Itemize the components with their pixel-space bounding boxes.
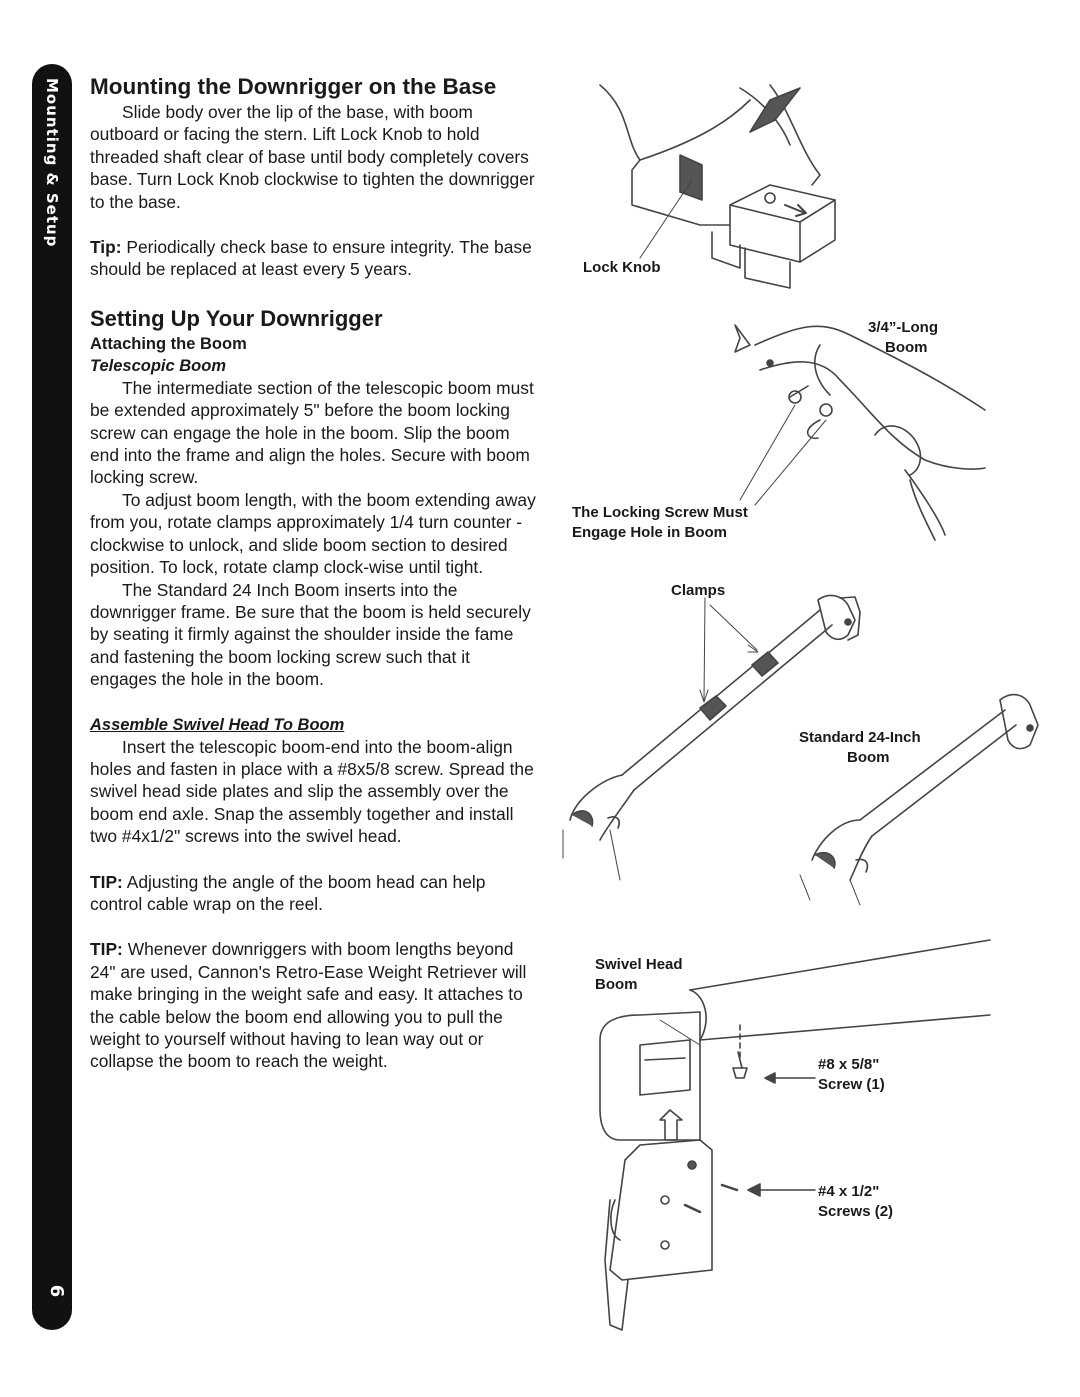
- label-swivel-head-line2: Boom: [595, 976, 638, 993]
- label-screw-4-line2: Screws (2): [818, 1203, 894, 1220]
- clamps-boom-illustration: [562, 594, 861, 881]
- label-long-boom-line1: 3/4”-Long: [868, 319, 938, 336]
- downrigger-base-illustration: [599, 84, 836, 289]
- standard-boom-paragraph: The Standard 24 Inch Boom inserts into t…: [90, 579, 531, 690]
- mounting-tip: Tip: Periodically check base to ensure i…: [90, 236, 540, 281]
- swivel-head-subheading: Assemble Swivel Head To Boom: [90, 715, 345, 734]
- mounting-paragraph: Slide body over the lip of the base, wit…: [90, 102, 535, 212]
- tip-text: Adjusting the angle of the boom head can…: [90, 871, 486, 914]
- label-long-boom-line2: Boom: [885, 339, 928, 356]
- label-screw-8-line2: Screw (1): [818, 1076, 885, 1093]
- label-locking-screw-line1: The Locking Screw Must: [572, 504, 748, 521]
- section-tab-label: Mounting & Setup: [36, 78, 68, 278]
- text-column: Mounting the Downrigger on the Base Slid…: [90, 72, 540, 1073]
- label-lock-knob: Lock Knob: [583, 259, 661, 276]
- standard-boom-illustration: [799, 693, 1039, 906]
- label-standard-boom-line2: Boom: [847, 749, 890, 766]
- tip-label: TIP:: [90, 871, 123, 892]
- swivel-head-illustration: [599, 939, 991, 1331]
- label-swivel-head-line1: Swivel Head: [595, 956, 683, 973]
- telescopic-boom-illustration: [734, 324, 986, 541]
- label-locking-screw-line2: Engage Hole in Boom: [572, 524, 728, 541]
- setup-heading: Setting Up Your Downrigger: [90, 305, 383, 331]
- swivel-head-paragraph: Insert the telescopic boom-end into the …: [90, 736, 534, 847]
- telescopic-paragraph-1: The intermediate section of the telescop…: [90, 377, 534, 488]
- label-standard-boom-line1: Standard 24-Inch: [799, 729, 921, 746]
- telescopic-paragraph-2: To adjust boom length, with the boom ext…: [90, 489, 536, 578]
- label-screw-4-line1: #4 x 1/2": [818, 1183, 880, 1200]
- label-clamps: Clamps: [671, 582, 726, 599]
- label-screw-8-line1: #8 x 5/8": [818, 1056, 880, 1073]
- tip-label: TIP:: [90, 939, 123, 960]
- tip-text: Periodically check base to ensure integr…: [90, 237, 532, 280]
- section-tab: [32, 64, 72, 1330]
- telescopic-boom-subheading: Telescopic Boom: [90, 356, 227, 375]
- mounting-heading: Mounting the Downrigger on the Base: [90, 74, 497, 99]
- tip-cable-wrap: TIP: Adjusting the angle of the boom hea…: [90, 871, 540, 916]
- section-name: Mounting & Setup: [43, 78, 61, 248]
- tip-weight-retriever: TIP: Whenever downriggers with boom leng…: [90, 938, 540, 1072]
- tip-label: Tip:: [90, 237, 122, 258]
- tip-text: Whenever downriggers with boom lengths b…: [90, 939, 527, 1072]
- attaching-boom-heading: Attaching the Boom: [90, 334, 247, 353]
